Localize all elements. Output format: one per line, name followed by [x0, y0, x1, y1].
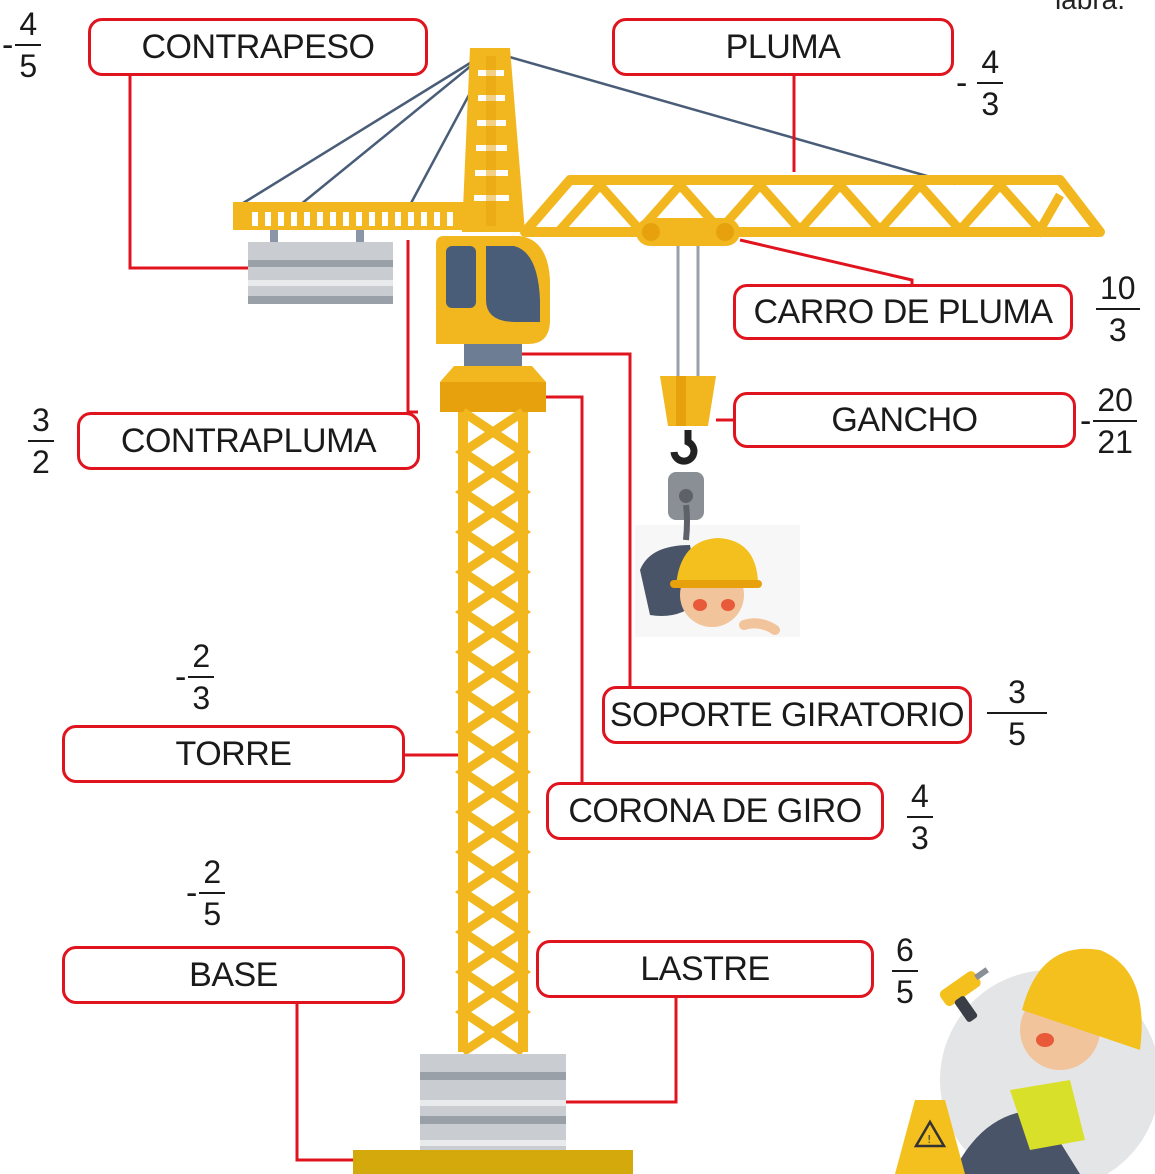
label-soporte-giratorio: SOPORTE GIRATORIO [602, 686, 972, 744]
label-gancho: GANCHO [733, 392, 1076, 448]
fraction-torre: - 2 3 [175, 636, 215, 718]
warning-sign-icon: ! [895, 1100, 965, 1174]
counter-jib-slots [252, 212, 453, 226]
jib [520, 175, 1105, 238]
label-torre: TORRE [62, 725, 405, 783]
trolley [636, 218, 740, 246]
fraction-denominator: 5 [203, 896, 222, 932]
fraction-base: - 2 5 [186, 852, 226, 934]
fraction-contrapeso: - 4 5 [2, 4, 42, 86]
fraction-numerator: 2 [192, 638, 211, 674]
fraction-sign: - [2, 25, 14, 64]
fallen-worker [940, 948, 1155, 1174]
tower-head [462, 48, 525, 232]
label-contrapluma: CONTRAPLUMA [77, 412, 420, 470]
fraction-sign: - [956, 63, 968, 102]
fraction-numerator: 20 [1097, 382, 1133, 418]
fraction-denominator: 3 [981, 86, 1000, 122]
fraction-denominator: 5 [1008, 716, 1026, 752]
drill-icon [939, 967, 989, 1022]
fraction-numerator: 6 [896, 932, 914, 968]
ballast [420, 1054, 566, 1150]
fraction-numerator: 4 [981, 44, 1000, 80]
label-pluma: PLUMA [612, 18, 954, 76]
fraction-denominator: 3 [911, 820, 929, 856]
svg-text:!: ! [927, 1133, 931, 1146]
label-contrapeso: CONTRAPESO [88, 18, 428, 76]
fraction-numerator: 3 [1008, 674, 1026, 710]
fraction-denominator: 5 [896, 974, 914, 1010]
label-corona-de-giro: CORONA DE GIRO [546, 782, 884, 840]
counter-jib [233, 202, 473, 230]
label-carro-de-pluma: CARRO DE PLUMA [733, 284, 1073, 340]
counterweight [248, 226, 393, 304]
hanging-worker [635, 504, 800, 637]
fraction-gancho: - 20 21 [1080, 380, 1137, 462]
fraction-numerator: 4 [911, 778, 929, 814]
operator-cabin [436, 236, 550, 344]
fraction-denominator: 21 [1097, 424, 1133, 460]
fraction-sign: - [1080, 401, 1092, 440]
hook-block [660, 376, 716, 520]
fraction-denominator: 5 [19, 48, 38, 84]
fraction-pluma: - 4 3 [956, 42, 1004, 124]
slewing-unit [440, 344, 546, 412]
fraction-sign: - [175, 657, 187, 696]
hoist-ropes [676, 246, 700, 380]
label-lastre: LASTRE [536, 940, 874, 998]
label-base: BASE [62, 946, 405, 1004]
fraction-denominator: 3 [192, 680, 211, 716]
top-fragment-text: labra. [1055, 0, 1125, 16]
fraction-denominator: 3 [1108, 312, 1127, 348]
fraction-numerator: 2 [203, 854, 222, 890]
fraction-denominator: 2 [32, 444, 50, 480]
fraction-numerator: 3 [32, 402, 50, 438]
fraction-sign: - [186, 873, 198, 912]
tower-mast [454, 408, 532, 1056]
fraction-numerator: 4 [19, 6, 38, 42]
crane-base [353, 1150, 633, 1174]
fraction-numerator: 10 [1100, 270, 1136, 306]
